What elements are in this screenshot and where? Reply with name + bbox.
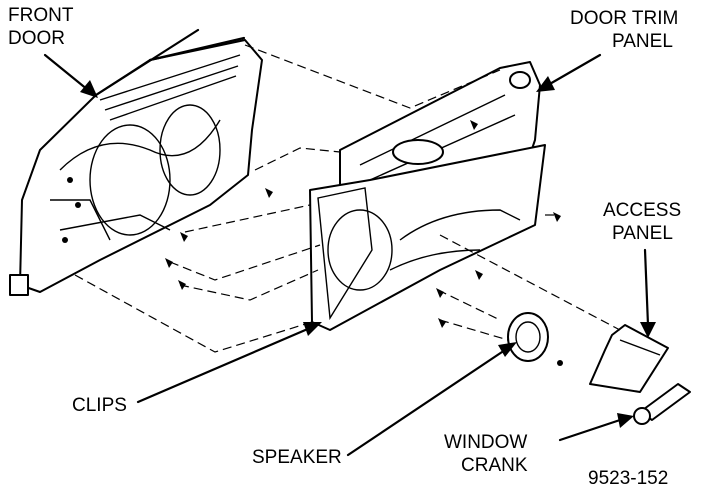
window-crank-illustration [633, 383, 691, 425]
leader-arrows [43, 53, 656, 457]
label-front-door-line2: DOOR [8, 28, 65, 49]
front-door-illustration [9, 28, 263, 296]
label-access-panel-line2: PANEL [612, 223, 673, 244]
label-window-crank-line2: CRANK [461, 455, 528, 476]
speaker-illustration [507, 312, 563, 366]
label-door-trim-panel-line1: DOOR TRIM [570, 8, 679, 29]
label-door-trim-panel-line2: PANEL [612, 31, 673, 52]
access-panel-illustration [589, 324, 669, 393]
figure-number: 9523-152 [588, 468, 669, 489]
alignment-lines [74, 44, 621, 353]
label-front-door-line1: FRONT [8, 5, 74, 26]
label-clips: CLIPS [72, 395, 127, 416]
door-trim-panel-illustration [309, 61, 546, 331]
label-access-panel-line1: ACCESS [603, 200, 682, 221]
label-window-crank-line1: WINDOW [444, 432, 528, 453]
label-speaker: SPEAKER [252, 447, 342, 468]
